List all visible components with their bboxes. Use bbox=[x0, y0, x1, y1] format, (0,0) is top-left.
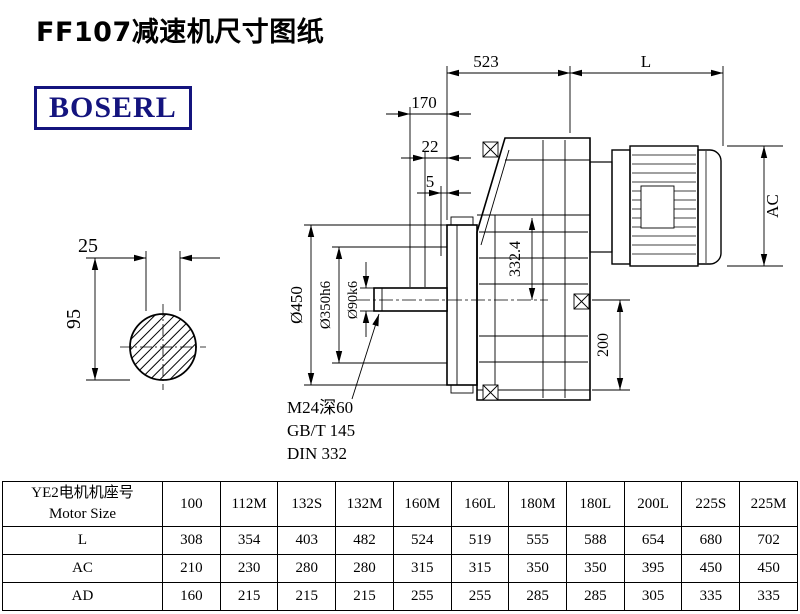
row-label: AC bbox=[2, 554, 163, 583]
column-header: 160M bbox=[392, 481, 452, 527]
dimension-labels: 523 L 170 22 5 25 95 Ø450 Ø350h6 Ø90k6 3… bbox=[63, 52, 782, 357]
value-cell: 702 bbox=[739, 526, 798, 555]
value-cell: 335 bbox=[739, 582, 798, 611]
output-flange bbox=[446, 216, 478, 394]
dim-523-label: 523 bbox=[473, 52, 499, 71]
dim-flange-dia-label: Ø450 bbox=[287, 286, 306, 324]
value-cell: 588 bbox=[566, 526, 625, 555]
value-cell: 524 bbox=[392, 526, 452, 555]
column-header: 200L bbox=[623, 481, 683, 527]
motor-flange bbox=[611, 149, 631, 265]
column-header: 180L bbox=[566, 481, 625, 527]
value-cell: 210 bbox=[162, 554, 221, 583]
brand-logo: BOSERL bbox=[34, 86, 192, 130]
value-cell: 305 bbox=[623, 582, 683, 611]
column-header: 180M bbox=[508, 481, 568, 527]
value-cell: 350 bbox=[508, 554, 568, 583]
dim-5-label: 5 bbox=[426, 172, 435, 191]
value-cell: 215 bbox=[335, 582, 394, 611]
column-header: 112M bbox=[219, 481, 279, 527]
shaft-circle bbox=[129, 313, 197, 381]
dim-3324-label: 332.4 bbox=[507, 241, 524, 277]
dim-200-label: 200 bbox=[595, 333, 612, 357]
column-header: 132M bbox=[335, 481, 394, 527]
value-cell: 160 bbox=[162, 582, 221, 611]
motor bbox=[589, 145, 722, 267]
page-title: FF107减速机尺寸图纸 bbox=[36, 17, 325, 48]
value-cell: 555 bbox=[508, 526, 568, 555]
value-cell: 350 bbox=[566, 554, 625, 583]
table-row-AD: AD 160 215 215 215 255 255 285 285 305 3… bbox=[2, 582, 798, 611]
bolt-symbols bbox=[482, 141, 590, 401]
gearbox-housing bbox=[476, 137, 591, 401]
motor-adapter bbox=[589, 161, 613, 253]
dim-170-label: 170 bbox=[411, 93, 437, 112]
fan-cover bbox=[697, 149, 722, 265]
column-header: 132S bbox=[277, 481, 337, 527]
dim-95-label: 95 bbox=[63, 309, 85, 329]
note-din-standard: DIN 332 bbox=[287, 444, 347, 463]
column-header: 225M bbox=[739, 481, 798, 527]
value-cell: 354 bbox=[219, 526, 279, 555]
dim-spigot-dia-label: Ø350h6 bbox=[318, 280, 334, 329]
table-corner-header: YE2电机机座号 Motor Size bbox=[2, 481, 163, 527]
thread-notes: M24深60 GB/T 145 DIN 332 bbox=[287, 398, 355, 463]
value-cell: 215 bbox=[277, 582, 337, 611]
value-cell: 335 bbox=[681, 582, 741, 611]
value-cell: 680 bbox=[681, 526, 741, 555]
note-gb-standard: GB/T 145 bbox=[287, 421, 355, 440]
value-cell: 255 bbox=[450, 582, 510, 611]
dim-AC-label: AC bbox=[763, 194, 782, 218]
value-cell: 280 bbox=[277, 554, 337, 583]
value-cell: 315 bbox=[392, 554, 452, 583]
dim-L-label: L bbox=[641, 52, 651, 71]
note-thread: M24深60 bbox=[287, 398, 353, 417]
value-cell: 450 bbox=[681, 554, 741, 583]
table-row-L: L 308 354 403 482 524 519 555 588 654 68… bbox=[2, 526, 798, 555]
value-cell: 403 bbox=[277, 526, 337, 555]
output-shaft bbox=[373, 287, 448, 312]
dim-95-lines bbox=[86, 257, 130, 381]
header-cn: YE2电机机座号 bbox=[31, 485, 134, 501]
value-cell: 280 bbox=[335, 554, 394, 583]
dim-25-lines bbox=[106, 251, 220, 311]
motor-nameplate bbox=[640, 185, 675, 229]
header-en: Motor Size bbox=[48, 506, 117, 522]
column-header: 225S bbox=[681, 481, 741, 527]
row-label: AD bbox=[2, 582, 163, 611]
value-cell: 285 bbox=[566, 582, 625, 611]
table-row-AC: AC 210 230 280 280 315 315 350 350 395 4… bbox=[2, 554, 798, 583]
value-cell: 285 bbox=[508, 582, 568, 611]
value-cell: 315 bbox=[450, 554, 510, 583]
value-cell: 308 bbox=[162, 526, 221, 555]
value-cell: 450 bbox=[739, 554, 798, 583]
column-header: 160L bbox=[450, 481, 510, 527]
column-header: 100 bbox=[162, 481, 221, 527]
dimension-lines bbox=[304, 66, 783, 400]
value-cell: 519 bbox=[450, 526, 510, 555]
value-cell: 654 bbox=[623, 526, 683, 555]
value-cell: 215 bbox=[219, 582, 279, 611]
value-cell: 255 bbox=[392, 582, 452, 611]
value-cell: 230 bbox=[219, 554, 279, 583]
value-cell: 395 bbox=[623, 554, 683, 583]
value-cell: 482 bbox=[335, 526, 394, 555]
dim-shaft-dia-label: Ø90k6 bbox=[346, 281, 361, 319]
dim-25-label: 25 bbox=[78, 235, 98, 257]
row-label: L bbox=[2, 526, 163, 555]
dim-22-label: 22 bbox=[422, 137, 439, 156]
shaft-section-view bbox=[120, 304, 206, 390]
motor-size-table: YE2电机机座号 Motor Size 100 112M 132S 132M 1… bbox=[2, 481, 798, 611]
